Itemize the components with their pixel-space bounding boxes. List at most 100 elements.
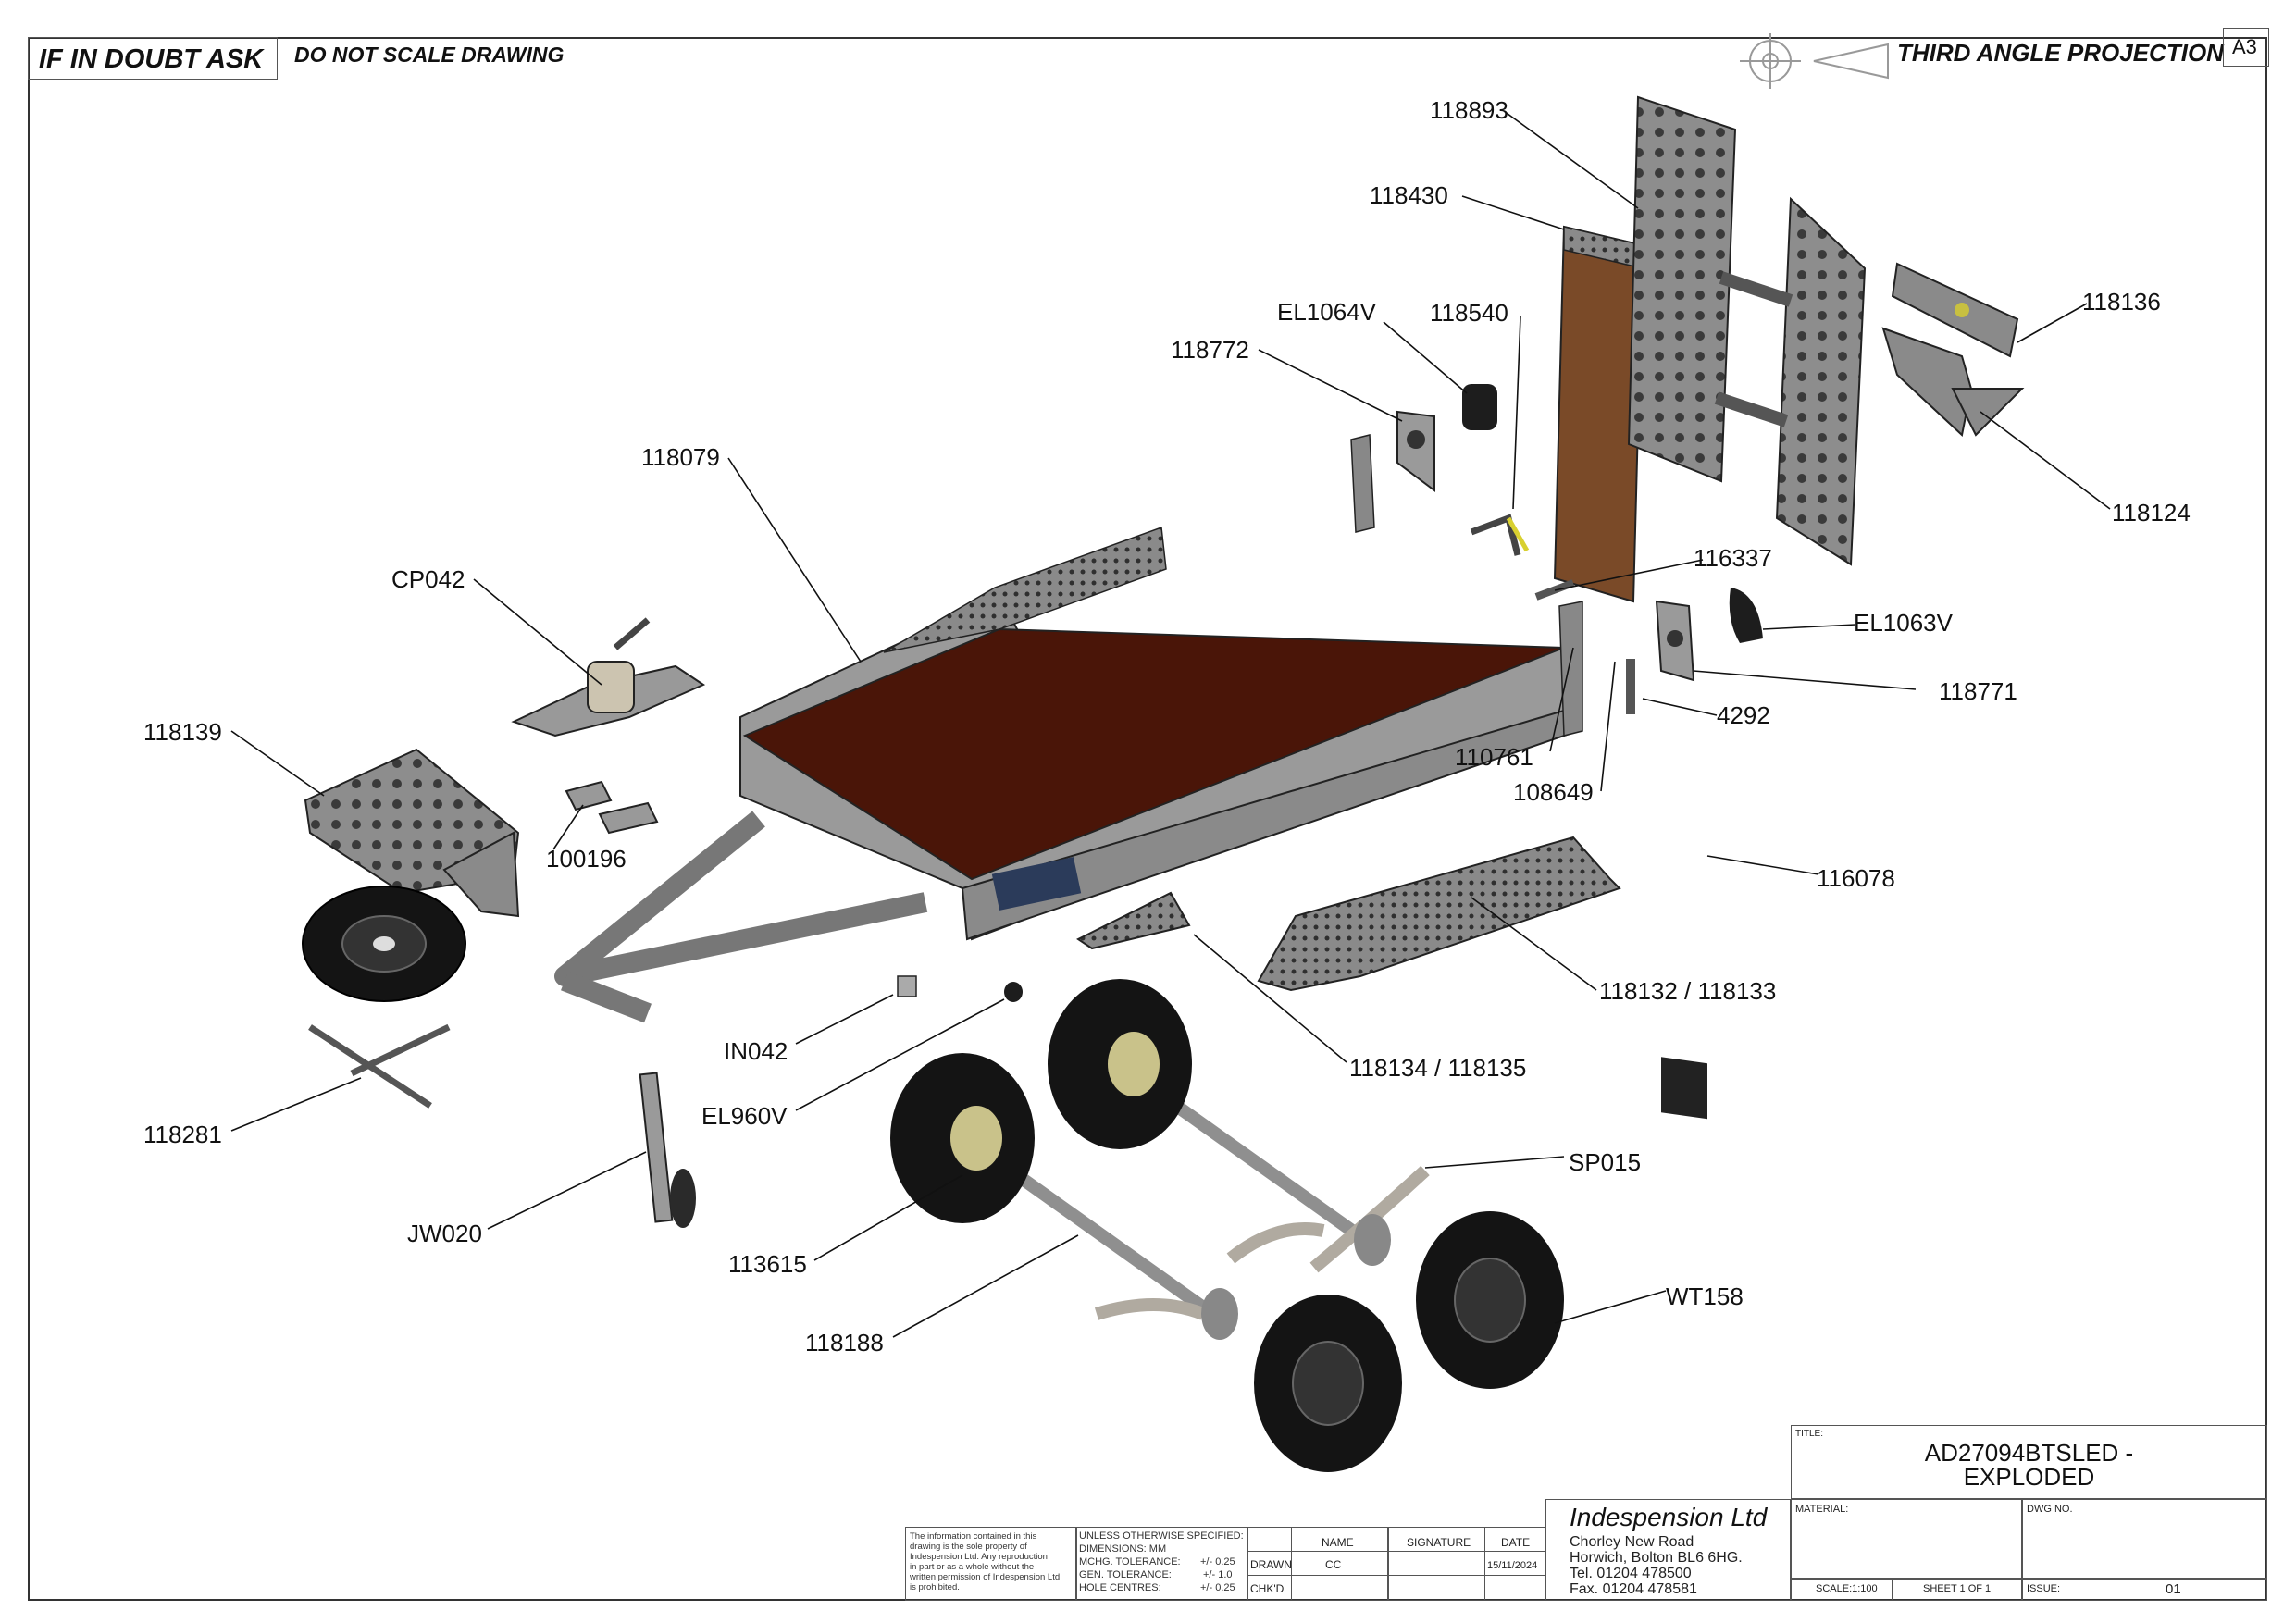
callout-wt158: WT158 bbox=[1666, 1282, 1744, 1310]
material-box bbox=[1791, 1499, 2022, 1579]
drawing-title-line2: EXPLODED bbox=[1963, 1463, 2095, 1491]
callout-118771: 118771 bbox=[1939, 677, 2017, 705]
unless-text: UNLESS OTHERWISE SPECIFIED: bbox=[1079, 1530, 1244, 1542]
dwg-no-box bbox=[2022, 1499, 2267, 1579]
spare-wheel-carrier-118139 bbox=[304, 748, 520, 918]
title-box bbox=[1791, 1425, 2267, 1499]
callout-118893: 118893 bbox=[1430, 96, 1508, 124]
approval-col-1 bbox=[1291, 1527, 1388, 1601]
callout-cp042: CP042 bbox=[391, 565, 465, 593]
chkd-label: CHK'D bbox=[1250, 1582, 1285, 1595]
callout-118134-118135: 118134 / 118135 bbox=[1349, 1054, 1526, 1082]
if-in-doubt-text: IF IN DOUBT ASK bbox=[39, 44, 264, 74]
callout-118772: 118772 bbox=[1171, 336, 1249, 364]
callout-118139: 118139 bbox=[143, 718, 222, 746]
hole-value: +/- 0.25 bbox=[1200, 1582, 1235, 1593]
scale-text: SCALE:1:100 bbox=[1816, 1583, 1878, 1594]
callout-113615: 113615 bbox=[728, 1250, 807, 1278]
spare-wheel bbox=[302, 886, 466, 1002]
address-2: Horwich, Bolton BL6 6HG. bbox=[1570, 1550, 1743, 1566]
callout-jw020: JW020 bbox=[407, 1220, 482, 1247]
dimensions-text: DIMENSIONS: MM bbox=[1079, 1543, 1167, 1555]
callout-118188: 118188 bbox=[805, 1329, 884, 1357]
lamp-el960v bbox=[1004, 982, 1023, 1002]
approval-row-drawn bbox=[1247, 1551, 1545, 1576]
callout-116337: 116337 bbox=[1694, 544, 1772, 572]
title-block-notice-box bbox=[905, 1527, 1076, 1601]
issue-label: ISSUE: bbox=[2027, 1583, 2061, 1594]
mudguard-118134-118135 bbox=[1076, 891, 1191, 950]
title-label: TITLE: bbox=[1795, 1429, 1824, 1439]
tolerance-box bbox=[1076, 1527, 1247, 1601]
do-not-scale-text: DO NOT SCALE DRAWING bbox=[294, 43, 565, 67]
callout-108649: 108649 bbox=[1513, 778, 1594, 806]
drawn-date: 15/11/2024 bbox=[1487, 1560, 1538, 1571]
callout-sp015: SP015 bbox=[1569, 1148, 1641, 1176]
callout-118079: 118079 bbox=[641, 443, 720, 471]
callout-118281: 118281 bbox=[143, 1121, 222, 1148]
callout-in042: IN042 bbox=[724, 1037, 788, 1065]
plate-116078 bbox=[1661, 1057, 1707, 1120]
fax: Fax. 01204 478581 bbox=[1570, 1581, 1697, 1597]
ramp-frame-118893 bbox=[1627, 95, 1867, 566]
col-signature: SIGNATURE bbox=[1407, 1536, 1471, 1549]
lamp-bracket-118772 bbox=[1396, 410, 1435, 492]
wheel-brace-118281 bbox=[308, 1023, 451, 1109]
callout-118136: 118136 bbox=[2082, 288, 2161, 316]
callout-116078: 116078 bbox=[1817, 864, 1895, 892]
lamp-el1064v bbox=[1462, 384, 1497, 430]
sheet-size-box bbox=[2223, 28, 2269, 67]
gen-text: GEN. TOLERANCE: bbox=[1079, 1569, 1172, 1580]
scale-box bbox=[1791, 1579, 1893, 1601]
col-name: NAME bbox=[1322, 1536, 1354, 1549]
gen-value: +/- 1.0 bbox=[1203, 1569, 1233, 1580]
mchg-text: MCHG. TOLERANCE: bbox=[1079, 1556, 1181, 1567]
coupling-cp042 bbox=[511, 617, 706, 737]
drawn-name: CC bbox=[1325, 1558, 1342, 1571]
tel: Tel. 01204 478500 bbox=[1570, 1566, 1692, 1581]
sheet-size-text: A3 bbox=[2232, 35, 2257, 58]
ramp-bracket-118124 bbox=[1881, 327, 2025, 437]
projection-text: THIRD ANGLE PROJECTION bbox=[1897, 39, 2224, 67]
callout-el1064v: EL1064V bbox=[1277, 298, 1377, 326]
company-box bbox=[1545, 1499, 1791, 1601]
sheet-box bbox=[1893, 1579, 2022, 1601]
road-wheels bbox=[890, 979, 1391, 1340]
mudguard-118132-118133 bbox=[1257, 836, 1621, 992]
lamp-el1063v bbox=[1729, 588, 1763, 643]
address-1: Chorley New Road bbox=[1570, 1534, 1694, 1550]
approval-col-2 bbox=[1388, 1527, 1485, 1601]
leader-lines bbox=[230, 110, 2111, 1338]
hole-text: HOLE CENTRES: bbox=[1079, 1582, 1161, 1593]
callout-118430: 118430 bbox=[1370, 181, 1448, 209]
callout-el1063v: EL1063V bbox=[1854, 609, 1954, 637]
callout-110761: 110761 bbox=[1455, 743, 1533, 771]
callout-118540: 118540 bbox=[1430, 299, 1508, 327]
bolt-4292 bbox=[1626, 659, 1635, 714]
doubt-box bbox=[28, 37, 278, 80]
ramp-plywood-118430 bbox=[1553, 225, 1644, 603]
lamp-bracket-118771 bbox=[1655, 600, 1695, 682]
callout-118124: 118124 bbox=[2112, 499, 2191, 527]
company-name: Indespension Ltd bbox=[1570, 1503, 1768, 1531]
projection-symbol-icon bbox=[1740, 33, 1889, 89]
drawn-label: DRAWN bbox=[1250, 1558, 1292, 1571]
col-date: DATE bbox=[1501, 1536, 1531, 1549]
issue-value: 01 bbox=[2166, 1581, 2181, 1597]
indicator-in042 bbox=[897, 975, 917, 997]
issue-box bbox=[2022, 1579, 2267, 1601]
mchg-value: +/- 0.25 bbox=[1200, 1556, 1235, 1567]
wheels-wt158 bbox=[1254, 1211, 1564, 1472]
plates-100196 bbox=[565, 780, 659, 835]
ramp-bracket-118136 bbox=[1891, 262, 2019, 358]
callout-118132-118133: 118132 / 118133 bbox=[1599, 977, 1776, 1005]
callout-el960v: EL960V bbox=[701, 1102, 788, 1130]
jockey-wheel-jw020 bbox=[639, 1072, 696, 1228]
drawbar-chassis bbox=[554, 811, 928, 1023]
callout-4292: 4292 bbox=[1717, 701, 1770, 729]
dwg-no-label: DWG NO. bbox=[2027, 1504, 2073, 1515]
material-label: MATERIAL: bbox=[1795, 1504, 1849, 1515]
trailer-body-118079 bbox=[739, 434, 1583, 941]
